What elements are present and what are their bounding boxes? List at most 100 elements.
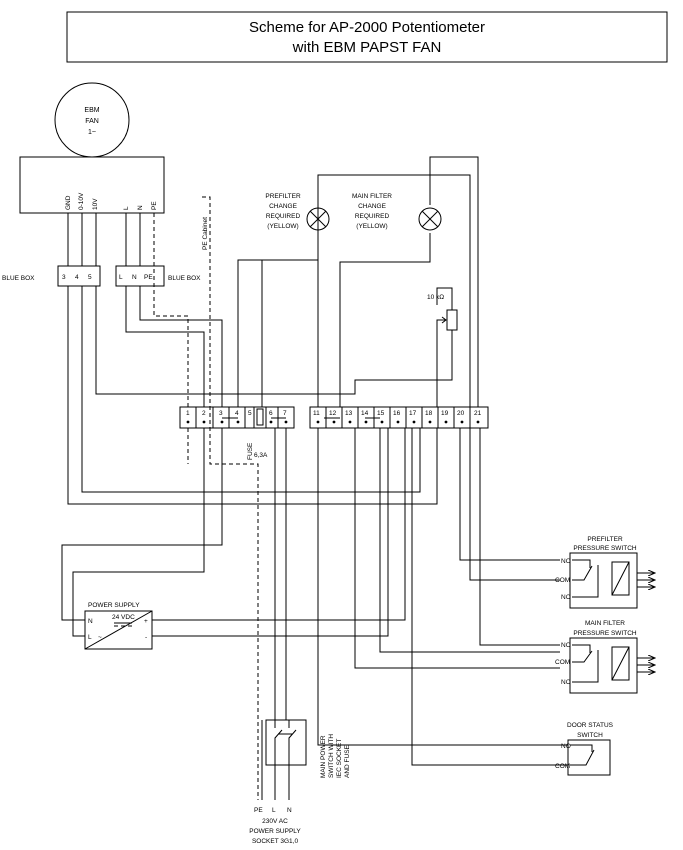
prefilter-no: NO bbox=[561, 558, 571, 565]
door-com: COM bbox=[555, 763, 570, 770]
terminal-5: 5 bbox=[248, 410, 252, 417]
terminal-21: 21 bbox=[474, 410, 482, 417]
fan-terminal-block bbox=[19, 156, 165, 214]
wire-pe-fan bbox=[153, 213, 189, 407]
wire-t11-door-no bbox=[317, 428, 568, 746]
terminal-12: 12 bbox=[329, 410, 337, 417]
blue-box-right bbox=[115, 265, 165, 287]
power-supply-box bbox=[84, 610, 153, 650]
wires bbox=[61, 156, 568, 800]
fan-terminal-gnd: GND bbox=[65, 195, 72, 210]
blue-box-left-t3: 3 bbox=[62, 274, 66, 281]
power-supply-voltage: 24 VDC bbox=[112, 614, 135, 621]
wire-psu-plus bbox=[152, 428, 406, 621]
wire-t13-mainfilter-com bbox=[354, 428, 560, 669]
power-supply-tilde: ~ bbox=[98, 634, 102, 641]
blue-box-left bbox=[57, 265, 101, 287]
fuse-label: FUSE bbox=[247, 442, 254, 460]
terminal-3: 3 bbox=[219, 410, 223, 417]
lamp-prefilter-line1: PREFILTER bbox=[265, 193, 301, 200]
supply-l: L bbox=[272, 807, 276, 814]
terminal-7: 7 bbox=[283, 410, 287, 417]
terminal-14: 14 bbox=[361, 410, 369, 417]
fuse-rating: 6,3A bbox=[254, 452, 268, 459]
power-supply-minus: - bbox=[145, 634, 147, 641]
lamp-prefilter-line2: CHANGE bbox=[269, 203, 297, 210]
main-power-switch-icon bbox=[274, 720, 297, 745]
terminal-13: 13 bbox=[345, 410, 353, 417]
mainfilter-sensor-icon bbox=[611, 646, 630, 681]
wire-t3-psu-n bbox=[61, 428, 223, 621]
terminal-strip-right bbox=[309, 406, 489, 429]
wire-gnd-run bbox=[67, 286, 438, 505]
wire-pe-cabinet bbox=[202, 196, 259, 800]
fan-label-1: EBM bbox=[84, 107, 99, 114]
lamp-prefilter-icon bbox=[306, 207, 330, 231]
dc-symbol-icon bbox=[114, 622, 132, 627]
mainfilter-switch-title2: PRESSURE SWITCH bbox=[573, 630, 637, 637]
terminal-20: 20 bbox=[457, 410, 465, 417]
prefilter-contact-icon bbox=[572, 559, 599, 598]
fan-terminal-labels: GND 0-10V 10V L N PE bbox=[65, 192, 158, 210]
lamp-mainfilter-line2: CHANGE bbox=[358, 203, 386, 210]
prefilter-sensor-icon bbox=[611, 561, 630, 596]
mainfilter-com: COM bbox=[555, 659, 570, 666]
blue-box-right-tpe: PE bbox=[144, 274, 153, 281]
terminal-16: 16 bbox=[393, 410, 401, 417]
main-power-switch-line2: SWITCH WITH bbox=[328, 734, 335, 778]
title-line-2: with EBM PAPST FAN bbox=[292, 39, 442, 56]
wire-t20-prefilter-com bbox=[469, 428, 560, 581]
supply-line1: 230V AC bbox=[262, 818, 288, 825]
power-supply-diagonal bbox=[84, 610, 153, 650]
terminal-18: 18 bbox=[425, 410, 433, 417]
terminal-2: 2 bbox=[202, 410, 206, 417]
fan-terminal-pe: PE bbox=[151, 201, 158, 210]
fan-terminal-0-10v: 0-10V bbox=[78, 192, 85, 210]
mainfilter-no: NO bbox=[561, 642, 571, 649]
prefilter-nc: NC bbox=[561, 594, 571, 601]
main-power-switch-label: MAIN POWER SWITCH WITH IEC SOCKET AND FU… bbox=[320, 734, 351, 778]
wire-0-10v-run bbox=[81, 286, 421, 493]
terminal-11: 11 bbox=[313, 410, 320, 417]
main-power-switch-line1: MAIN POWER bbox=[320, 735, 327, 778]
mainfilter-sensor-diagonal bbox=[611, 646, 630, 681]
lamp-mainfilter-line3: REQUIRED bbox=[355, 213, 390, 220]
potentiometer-label: 10 kΩ bbox=[427, 294, 444, 301]
terminal-6: 6 bbox=[269, 410, 273, 417]
pe-cabinet-label: PE Cabinet bbox=[202, 217, 209, 250]
supply-line2: POWER SUPPLY bbox=[249, 828, 301, 835]
mainfilter-switch-title1: MAIN FILTER bbox=[585, 620, 625, 627]
fan-terminal-n: N bbox=[137, 205, 144, 210]
prefilter-com: COM bbox=[555, 577, 570, 584]
wire-t19-prefilter-no bbox=[459, 428, 560, 561]
door-contact-icon bbox=[570, 744, 595, 766]
title-line-1: Scheme for AP-2000 Potentiometer bbox=[249, 19, 485, 36]
terminal-strip-left bbox=[179, 406, 295, 429]
supply-line3: SOCKET 3G1,0 bbox=[252, 838, 299, 845]
fan-terminal-10v: 10V bbox=[92, 198, 99, 210]
prefilter-switch-title1: PREFILTER bbox=[587, 536, 623, 543]
wire-t17-door-com bbox=[411, 428, 568, 766]
wire-10v-run bbox=[95, 286, 453, 395]
blue-box-right-label: BLUE BOX bbox=[168, 275, 201, 282]
terminal-17: 17 bbox=[409, 410, 417, 417]
terminal-strip-dividers bbox=[195, 407, 471, 428]
lamp-prefilter-line3: REQUIRED bbox=[266, 213, 301, 220]
door-no: NO bbox=[561, 743, 571, 750]
wire-lamp-mf-bottom bbox=[339, 233, 431, 407]
pe-wires bbox=[153, 196, 259, 800]
terminal-4: 4 bbox=[235, 410, 239, 417]
fan-label-2: FAN bbox=[85, 118, 99, 125]
wire-t21-mainfilter-nc bbox=[479, 428, 560, 646]
mainfilter-nc: NC bbox=[561, 679, 571, 686]
potentiometer-icon bbox=[446, 309, 458, 331]
terminal-1: 1 bbox=[186, 410, 190, 417]
wire-t16-mainfilter-no bbox=[379, 428, 560, 653]
lamp-mainfilter-line1: MAIN FILTER bbox=[352, 193, 392, 200]
fan-terminal-l: L bbox=[123, 206, 130, 210]
fan-label-3: 1~ bbox=[88, 129, 96, 136]
wire-t4-lamp-bridge bbox=[237, 259, 263, 407]
terminal-19: 19 bbox=[441, 410, 449, 417]
main-power-switch-line4: AND FUSE bbox=[344, 744, 351, 778]
